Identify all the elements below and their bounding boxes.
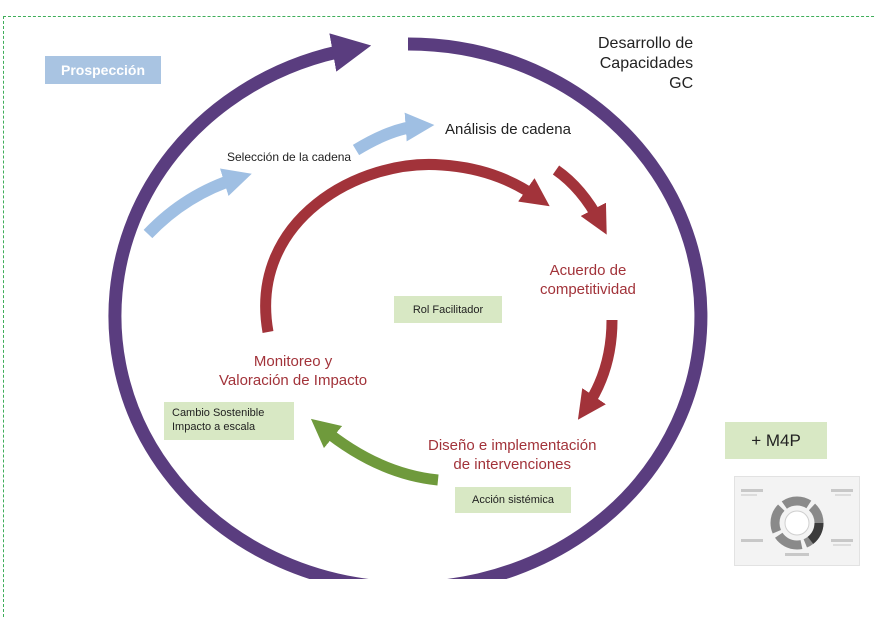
capacities-line-3: GC (669, 75, 694, 92)
cambio-line-1: Cambio Sostenible (172, 407, 265, 420)
selection-arrow (143, 168, 252, 239)
seleccion-label: Selección de la cadena (227, 150, 352, 164)
rol-facilitador-box: Rol Facilitador (394, 296, 502, 323)
to-diseno-arrow (577, 319, 618, 420)
cambio-box: Cambio Sostenible Impacto a escala (164, 402, 294, 440)
cambio-line-2: Impacto a escala (172, 421, 256, 433)
diseno-line-2: de intervenciones (453, 455, 571, 473)
m4p-thumbnail-graphic (741, 489, 853, 556)
dashed-frame (3, 16, 875, 617)
to-acuerdo-arrow (552, 165, 607, 235)
inner-cycle-top-arrow (260, 158, 550, 333)
to-monitoreo-arrow (310, 418, 439, 486)
diagram-shapes (108, 33, 708, 579)
accion-sistemica-box: Acción sistémica (455, 487, 571, 513)
acuerdo-line-2: competitividad (540, 280, 636, 298)
monitoreo-line-2: Valoración de Impacto (219, 371, 368, 389)
m4p-diagram-thumbnail (734, 476, 860, 566)
diseno-label: Diseño e implementación de intervencione… (428, 437, 596, 475)
acuerdo-line-1: Acuerdo de (549, 262, 627, 279)
capacities-line-2: Capacidades (599, 55, 694, 72)
outer-cycle-arrow (108, 33, 708, 579)
prospeccion-label: Prospección (45, 56, 161, 84)
monitoreo-line-1: Monitoreo y (253, 353, 333, 370)
capacities-line-1: Desarrollo de (598, 35, 694, 52)
analisis-label: Análisis de cadena (445, 121, 571, 138)
capacities-label: Desarrollo de Capacidades GC (598, 34, 693, 94)
analysis-arrow (352, 112, 435, 156)
monitoreo-label: Monitoreo y Valoración de Impacto (219, 353, 367, 391)
acuerdo-label: Acuerdo de competitividad (540, 262, 636, 300)
m4p-box: + M4P (725, 422, 827, 459)
diseno-line-1: Diseño e implementación (428, 437, 597, 454)
